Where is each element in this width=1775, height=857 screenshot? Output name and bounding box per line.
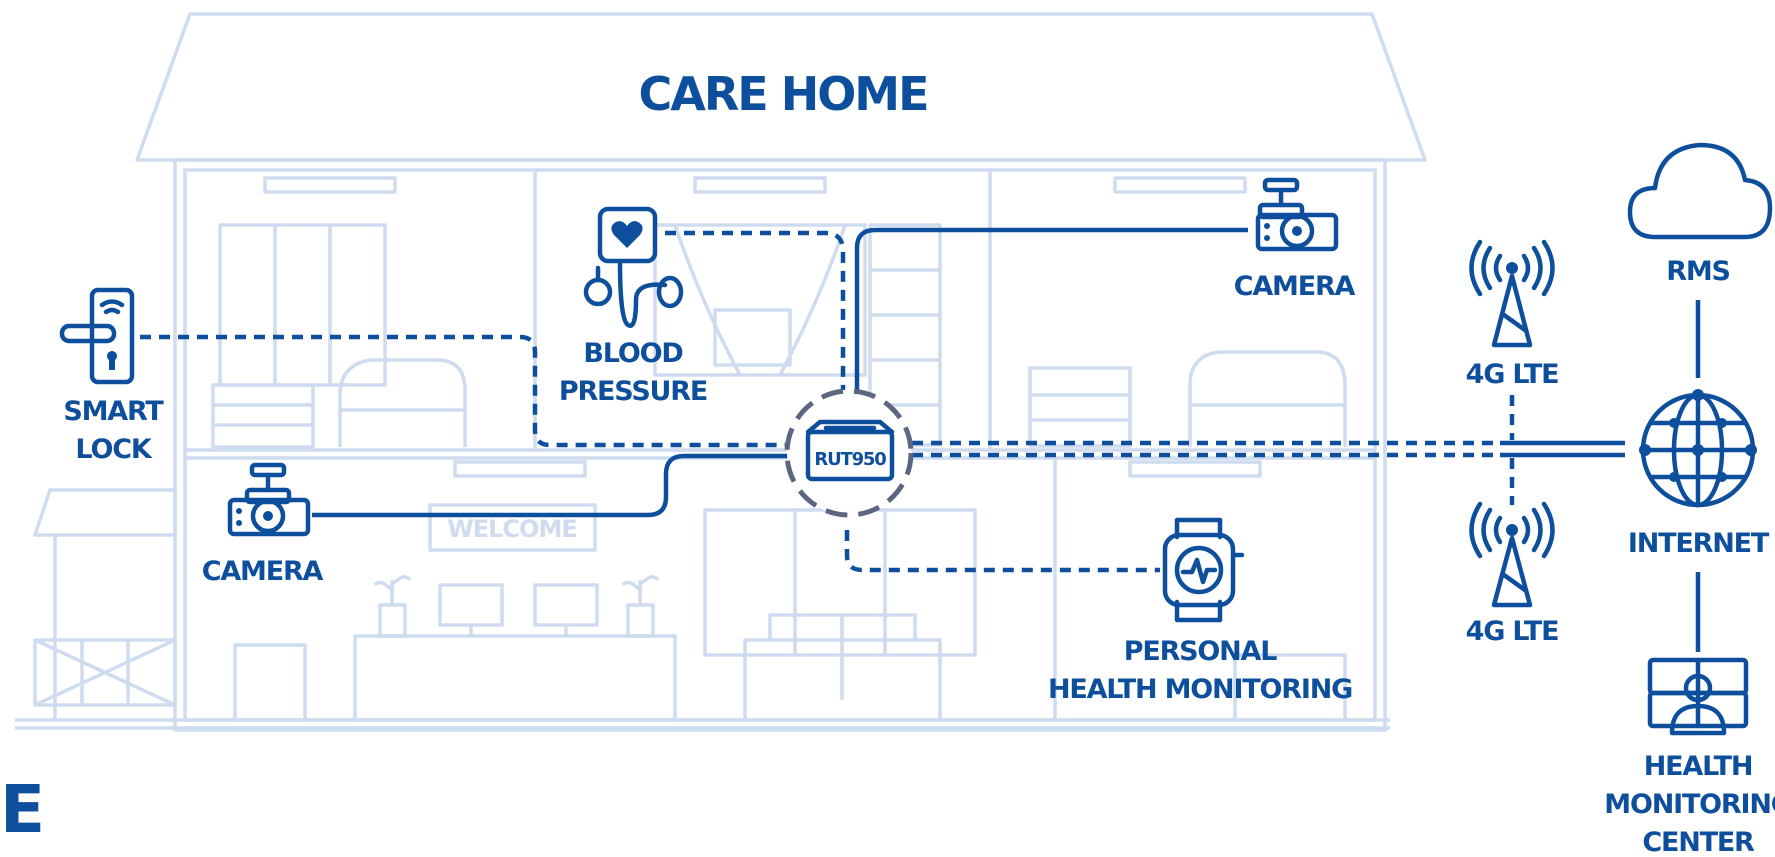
link-smart-lock bbox=[140, 334, 790, 448]
smart-lock-label-1: SMART bbox=[63, 396, 164, 427]
link-health-watch bbox=[844, 530, 1160, 573]
lte-top-node: 4G LTE bbox=[1466, 239, 1560, 390]
link-blood-pressure bbox=[665, 230, 846, 390]
link-camera-top bbox=[854, 227, 1248, 395]
camera-left-node: CAMERA bbox=[202, 462, 325, 587]
edge-letter: E bbox=[0, 771, 43, 848]
globe-icon bbox=[1639, 389, 1757, 508]
personal-health-node: PERSONAL HEALTH MONITORING bbox=[1048, 517, 1353, 705]
camera-icon bbox=[227, 462, 311, 537]
internet-label: INTERNET bbox=[1628, 528, 1770, 559]
connections bbox=[140, 227, 1701, 652]
welcome-sign: WELCOME bbox=[447, 515, 576, 543]
lte-top-label: 4G LTE bbox=[1466, 359, 1559, 390]
blood-pressure-label-1: BLOOD bbox=[583, 338, 682, 369]
smart-lock-label-2: LOCK bbox=[75, 434, 152, 465]
camera-top-node: CAMERA bbox=[1234, 177, 1357, 302]
cloud-icon bbox=[1627, 142, 1773, 240]
router-node: RUT950 bbox=[784, 388, 914, 518]
lte-bottom-node: 4G LTE bbox=[1466, 501, 1560, 647]
blood-pressure-node: BLOOD PRESSURE bbox=[559, 206, 708, 407]
camera-top-label: CAMERA bbox=[1234, 271, 1356, 302]
smart-lock-icon bbox=[59, 287, 135, 385]
smartwatch-icon bbox=[1162, 517, 1245, 623]
link-camera-left bbox=[312, 453, 790, 518]
camera-left-label: CAMERA bbox=[202, 556, 324, 587]
blood-pressure-icon bbox=[583, 206, 684, 328]
smart-lock-node: SMART LOCK bbox=[59, 287, 166, 465]
cell-tower-icon bbox=[1469, 501, 1555, 608]
house-illustration: WELCOME bbox=[15, 12, 1427, 732]
blood-pressure-label-2: PRESSURE bbox=[559, 376, 707, 407]
rms-label: RMS bbox=[1666, 256, 1730, 287]
rms-node: RMS bbox=[1627, 142, 1773, 287]
personal-health-label-2: HEALTH MONITORING bbox=[1048, 674, 1352, 705]
internet-node: INTERNET bbox=[1628, 389, 1771, 559]
health-center-node: HEALTH MONITORING CENTER bbox=[1604, 657, 1775, 857]
camera-icon bbox=[1255, 177, 1339, 252]
health-center-label-2: MONITORING bbox=[1604, 789, 1775, 820]
lte-bottom-label: 4G LTE bbox=[1466, 616, 1559, 647]
health-center-label-3: CENTER bbox=[1642, 827, 1755, 857]
personal-health-label-1: PERSONAL bbox=[1124, 636, 1278, 667]
cell-tower-icon bbox=[1469, 239, 1555, 348]
health-center-label-1: HEALTH bbox=[1644, 751, 1753, 782]
router-icon bbox=[805, 419, 895, 482]
router-label: RUT950 bbox=[814, 449, 886, 470]
diagram-title: CARE HOME bbox=[638, 67, 927, 121]
health-center-icon bbox=[1647, 657, 1749, 736]
